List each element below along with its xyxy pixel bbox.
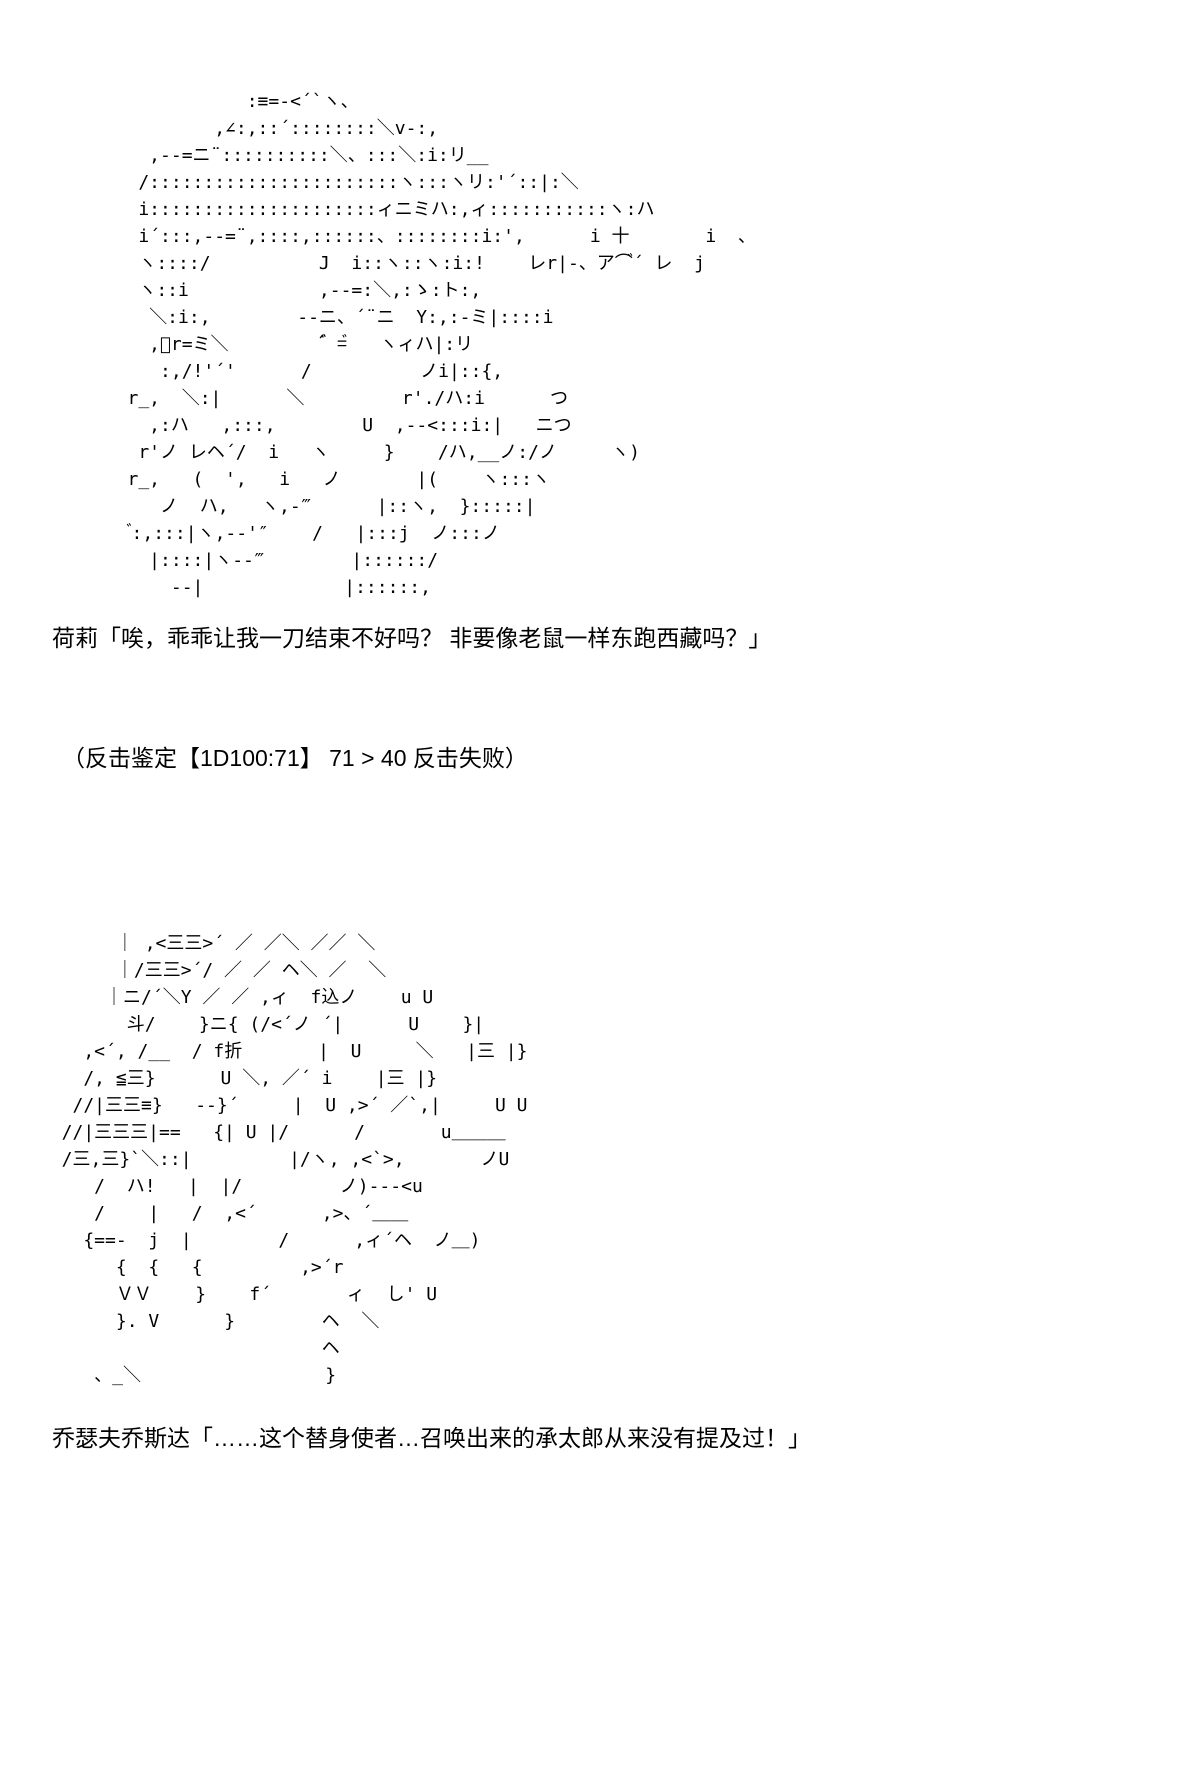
ascii-art-bottom: ｜ ,<三三>´ ／ ／＼ ／／ ＼ ｜/三三>´/ ／ ／ ヘ＼ ／ ＼ ｜ニ…: [61, 933, 528, 1386]
ascii-art-top: :≡=-<´`ヽ、 ,∠:,::´::::::::＼v-:, ,--=ニ¨:::…: [127, 91, 756, 598]
roll-check-text: （反击鉴定【1D100:71】 71 > 40 反击失败）: [62, 745, 528, 771]
dialogue-holly: 荷莉「唉，乖乖让我一刀结束不好吗？ 非要像老鼠一样东跑西藏吗？」: [52, 625, 772, 651]
dialogue-joseph: 乔瑟夫乔斯达「……这个替身使者…召唤出来的承太郎从来没有提及过！」: [52, 1425, 811, 1451]
